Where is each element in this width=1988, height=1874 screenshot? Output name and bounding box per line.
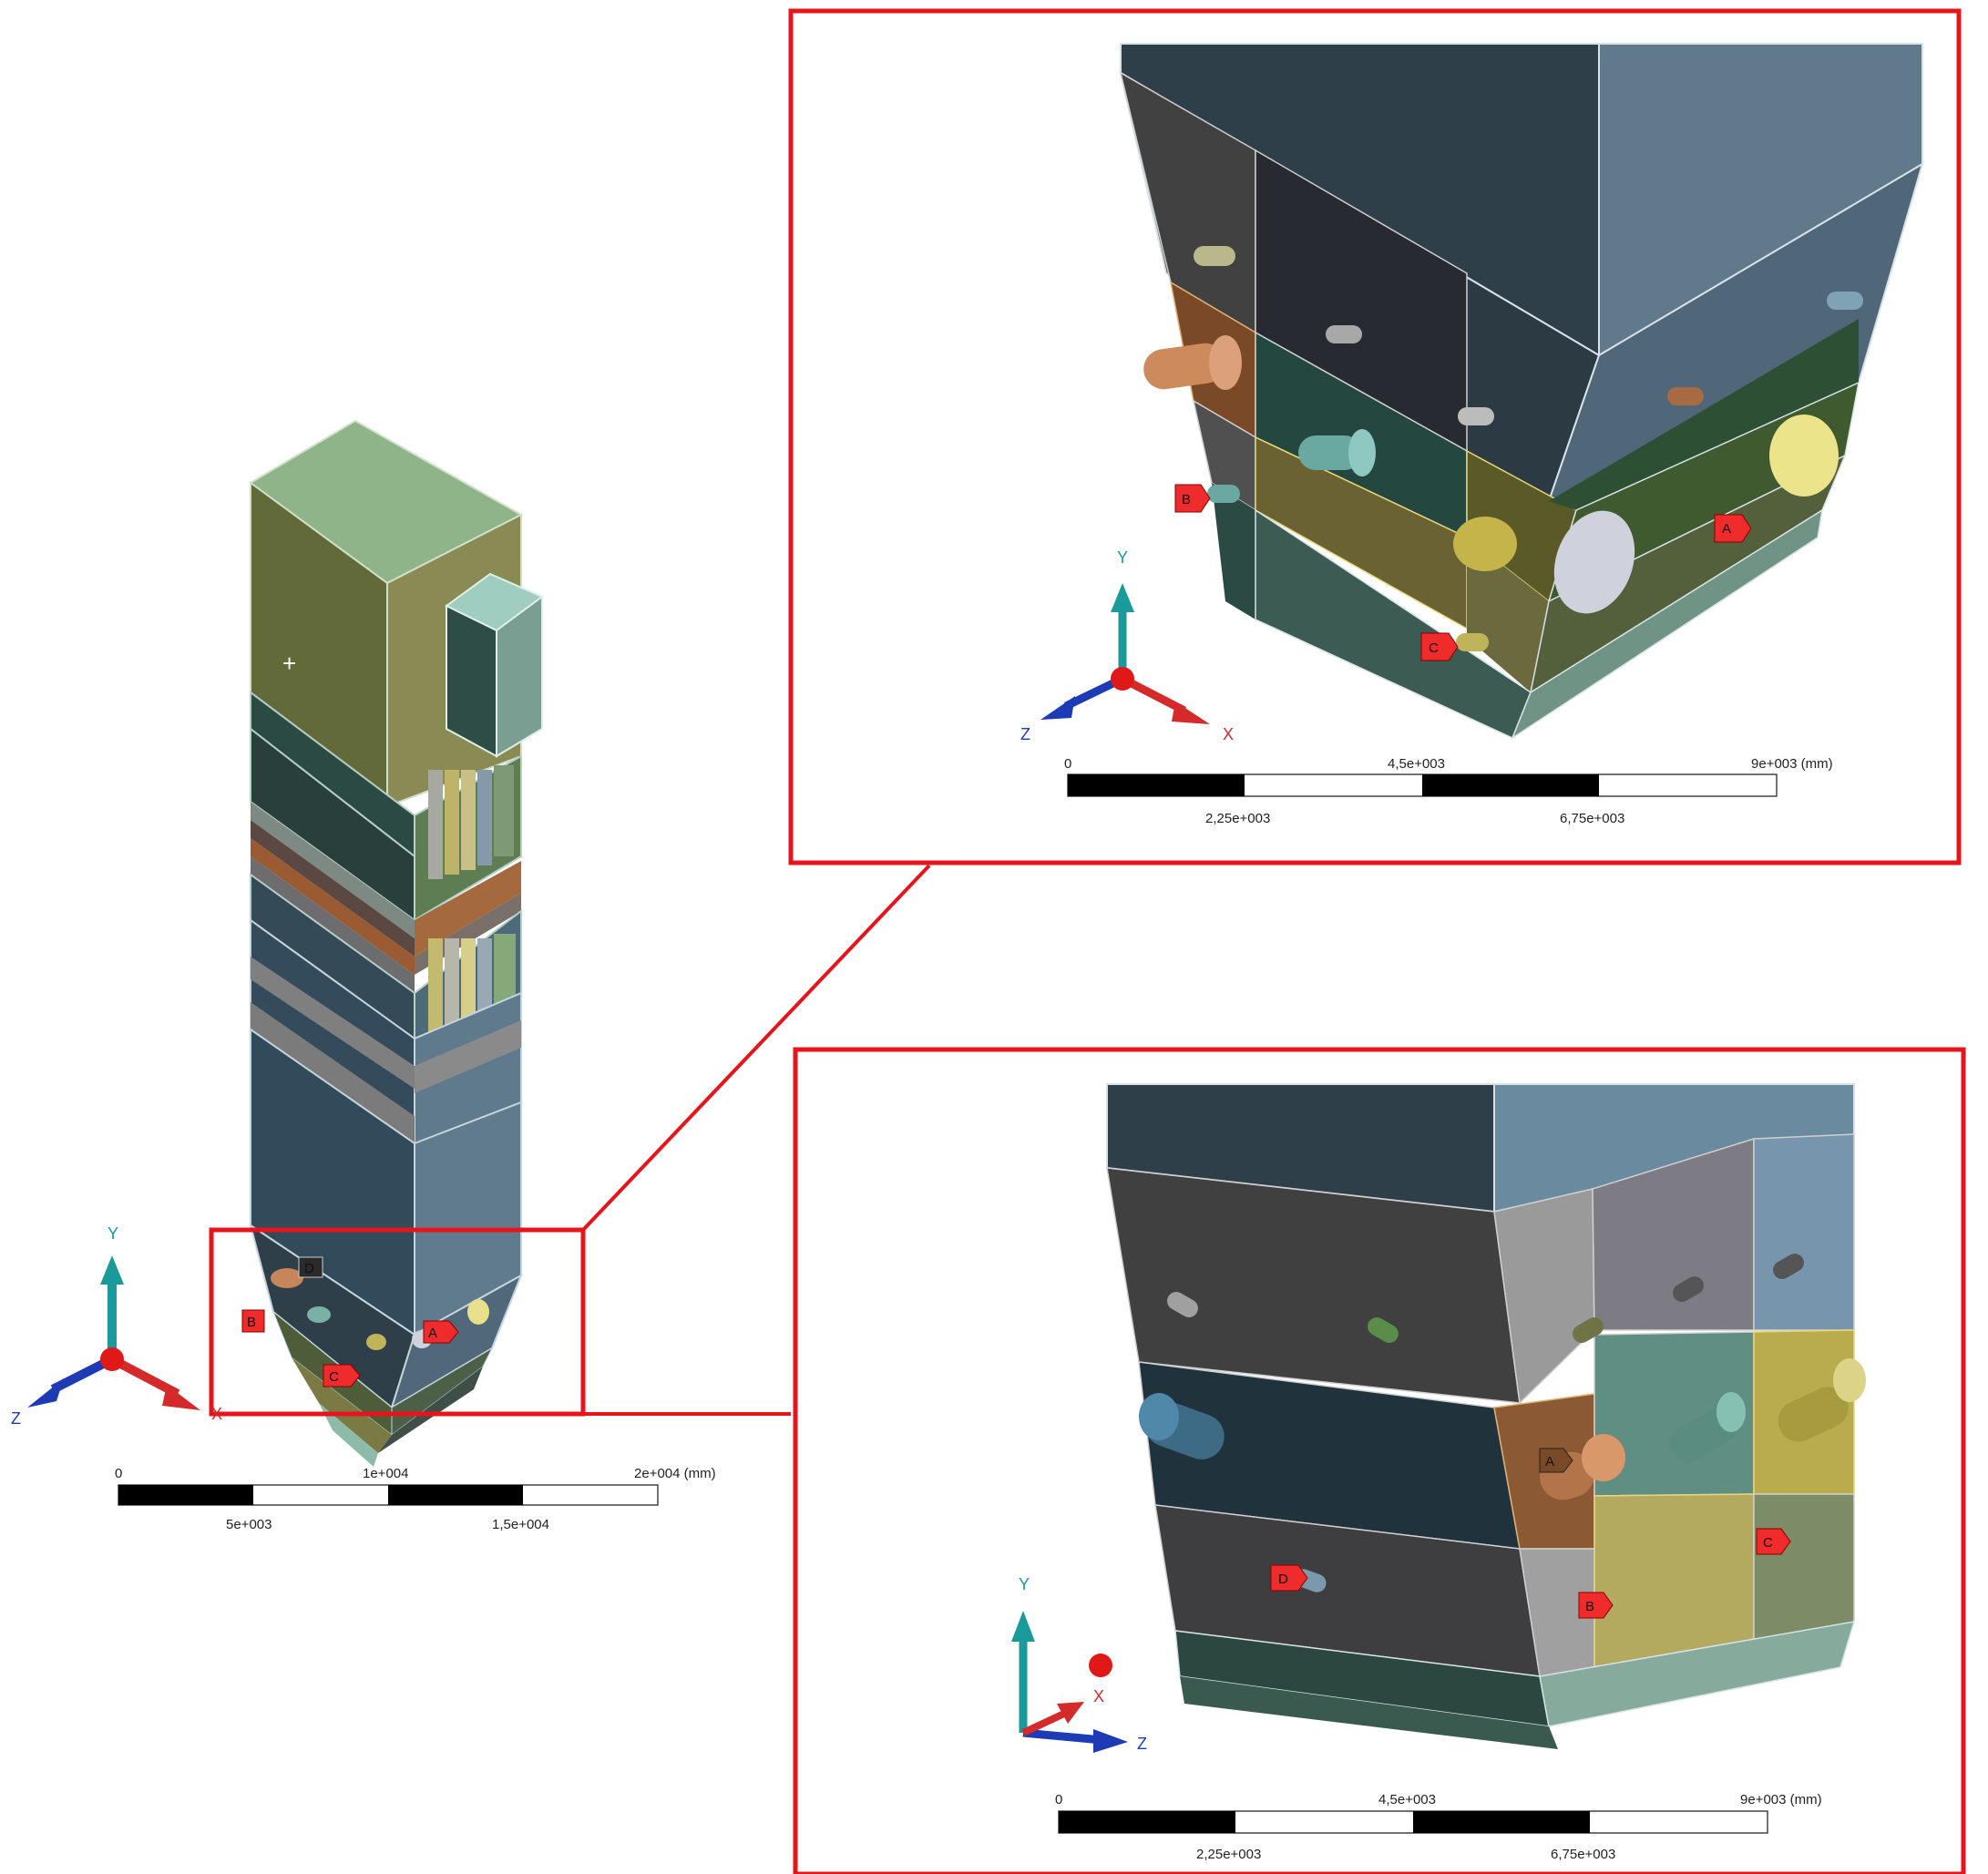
svg-text:C: C — [1763, 1535, 1773, 1551]
detail-bottom-scale-tick: 2,25e+003 — [1196, 1847, 1261, 1862]
center-cross: + — [282, 650, 296, 677]
overview-axis-y-label: Y — [108, 1224, 118, 1243]
detail-top-axis-y-label: Y — [1117, 548, 1128, 567]
svg-text:D: D — [1278, 1572, 1288, 1587]
detail-top-scale-tick: 4,5e+003 — [1388, 756, 1445, 772]
svg-text:A: A — [428, 1326, 437, 1341]
overview-axis-x-label: X — [211, 1405, 222, 1423]
marker-B: B — [1174, 484, 1211, 513]
detail-bottom-axis-triad: Y X Z — [1011, 1575, 1147, 1753]
marker-C: C — [1420, 632, 1459, 661]
overview-scale-tick: 5e+003 — [226, 1517, 272, 1532]
marker-B: B — [241, 1309, 265, 1333]
detail-top-scale-bar: 0 4,5e+003 9e+003 (mm) 2,25e+003 6,75e+0… — [1064, 756, 1833, 826]
marker-D: D — [1270, 1564, 1308, 1592]
svg-text:A: A — [1545, 1454, 1554, 1470]
detail-top-model — [1119, 43, 1924, 740]
overview-scale-tick: 2e+004 (mm) — [634, 1466, 716, 1481]
detail-bottom-scale-bar: 0 4,5e+003 9e+003 (mm) 2,25e+003 6,75e+0… — [1055, 1792, 1822, 1862]
detail-bottom-model — [1106, 1083, 1866, 1749]
detail-top-scale-tick: 2,25e+003 — [1205, 811, 1270, 826]
svg-text:A: A — [1722, 521, 1731, 537]
detail-bottom-scale-tick: 4,5e+003 — [1378, 1792, 1436, 1807]
detail-bottom-scale-tick: 6,75e+003 — [1551, 1847, 1615, 1862]
overview-model: + — [249, 419, 544, 1467]
svg-text:C: C — [329, 1369, 339, 1385]
overview-axis-z-label: Z — [11, 1409, 21, 1428]
detail-bottom-markers: A B C D — [1270, 1448, 1791, 1619]
svg-text:D: D — [304, 1261, 314, 1276]
overview-axis-triad: Y X Z — [11, 1224, 222, 1428]
detail-bottom-axis-y-label: Y — [1019, 1575, 1030, 1593]
overview-scale-tick: 1e+004 — [363, 1466, 408, 1481]
detail-top-axis-z-label: Z — [1020, 725, 1030, 743]
detail-bottom-axis-z-label: Z — [1137, 1735, 1147, 1753]
overview-scale-tick: 0 — [115, 1466, 122, 1481]
overview-markers: D B A C — [241, 1256, 459, 1388]
detail-top-scale-tick: 9e+003 (mm) — [1751, 756, 1833, 772]
detail-bottom-axis-x-label: X — [1093, 1687, 1104, 1705]
marker-A: A — [1539, 1448, 1573, 1473]
overview-highlight-box — [209, 1227, 586, 1417]
detail-top-scale-tick: 6,75e+003 — [1560, 811, 1624, 826]
svg-text:B: B — [1585, 1599, 1594, 1614]
detail-top-nozzles — [1143, 246, 1863, 651]
overview-scale-bar: 0 1e+004 2e+004 (mm) 5e+003 1,5e+004 — [115, 1466, 716, 1532]
connector-line-top — [581, 864, 931, 1232]
marker-C: C — [1756, 1528, 1791, 1555]
svg-text:B: B — [1182, 492, 1191, 507]
detail-top-scale-tick: 0 — [1064, 756, 1071, 772]
svg-text:C: C — [1429, 640, 1439, 656]
marker-A: A — [1714, 514, 1752, 543]
marker-A: A — [423, 1320, 459, 1344]
svg-text:B: B — [247, 1315, 256, 1330]
marker-B: B — [1578, 1592, 1614, 1619]
detail-top-markers: A B C — [1174, 484, 1752, 661]
detail-bottom-nozzles — [1139, 1254, 1866, 1592]
detail-top-axis-triad: Y X Z — [1020, 548, 1234, 743]
overview-scale-tick: 1,5e+004 — [492, 1517, 549, 1532]
detail-bottom-scale-tick: 9e+003 (mm) — [1740, 1792, 1822, 1807]
detail-bottom-scale-tick: 0 — [1055, 1792, 1062, 1807]
marker-D: D — [298, 1256, 323, 1278]
marker-C: C — [323, 1364, 361, 1388]
detail-top-axis-x-label: X — [1223, 725, 1234, 743]
